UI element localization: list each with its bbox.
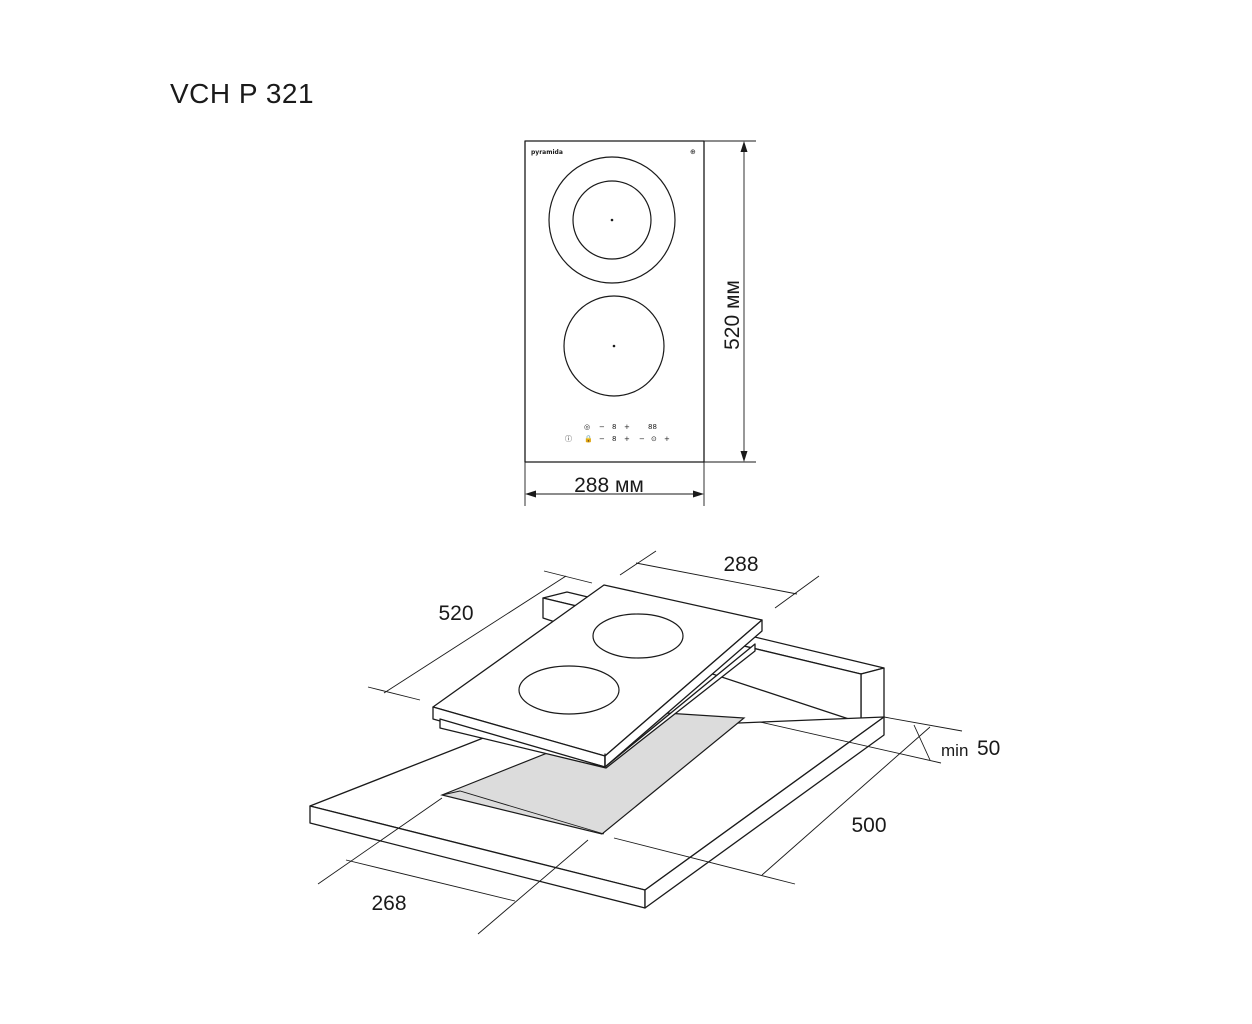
control-row2-5: − xyxy=(639,435,645,443)
control-row2-4: + xyxy=(624,435,630,443)
dim-500-label: 500 xyxy=(851,814,886,837)
control-row2-2: − xyxy=(599,435,605,443)
dim-min-50: min 50 xyxy=(759,716,1000,764)
corner-mark-icon: ⊕ xyxy=(690,148,696,156)
dim-520: 520 xyxy=(367,570,593,701)
min-prefix: min xyxy=(941,741,968,760)
control-row1-0: ◎ xyxy=(584,423,590,431)
control-row2-3: 8 xyxy=(612,435,616,443)
control-row1-4: 88 xyxy=(648,423,657,431)
burner-top xyxy=(548,156,676,284)
width-dimension: 288 мм xyxy=(524,462,705,506)
min-value: 50 xyxy=(977,737,1000,760)
hob-top-view: pyramida ⊕ ◎ − 8 + 88 ⓘ 🔒 − 8 + − ⊙ + xyxy=(524,140,756,506)
width-label: 288 мм xyxy=(574,474,644,497)
height-dimension: 520 мм xyxy=(704,140,756,463)
control-row2-1: 🔒 xyxy=(584,435,593,443)
iso-burner-front xyxy=(518,665,620,715)
hob-outline xyxy=(524,140,705,463)
control-row2-6: ⊙ xyxy=(651,435,657,443)
control-row1-3: + xyxy=(624,423,630,431)
iso-burner-rear xyxy=(592,613,684,659)
dim-268-label: 268 xyxy=(371,892,406,915)
brand-logo: pyramida xyxy=(531,149,563,156)
control-row1-2: 8 xyxy=(612,423,616,431)
control-row1-1: − xyxy=(599,423,605,431)
hob-isometric-view: 288 520 min 50 500 268 xyxy=(309,550,1000,935)
dim-288-label: 288 xyxy=(723,553,758,576)
burner-bottom xyxy=(563,295,665,397)
control-panel: ◎ − 8 + 88 ⓘ 🔒 − 8 + − ⊙ + xyxy=(565,423,670,443)
dim-500: 500 xyxy=(613,726,931,885)
dim-268: 268 xyxy=(317,797,589,935)
model-title: VCH P 321 xyxy=(170,78,314,109)
dim-288: 288 xyxy=(619,550,820,609)
hob-iso xyxy=(432,584,763,769)
dim-520-label: 520 xyxy=(438,602,473,625)
control-row2-0: ⓘ xyxy=(565,435,572,443)
height-label: 520 мм xyxy=(721,280,744,350)
control-row2-7: + xyxy=(664,435,670,443)
